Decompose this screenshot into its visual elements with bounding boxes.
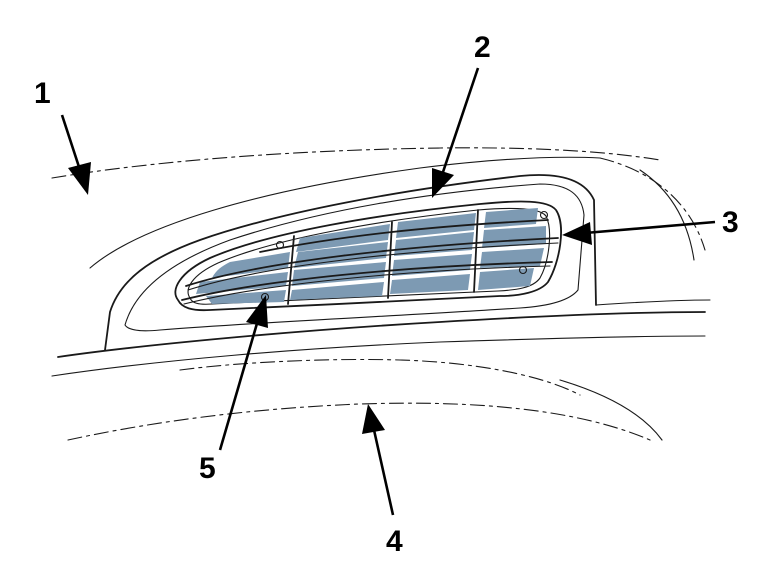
callout-label-2: 2: [474, 31, 491, 64]
glass-pane: [292, 262, 386, 286]
callout-label-4: 4: [386, 525, 403, 558]
vent-grille: [174, 200, 562, 312]
glass-pane: [396, 213, 476, 238]
lower-body: [51, 311, 706, 441]
glass-pane: [390, 274, 470, 294]
screw: [539, 210, 549, 220]
callout-arrow-4: [362, 404, 395, 516]
glass-pane: [482, 226, 546, 248]
callout-arrow-5: [218, 295, 268, 451]
glass-pane: [196, 272, 288, 294]
callout-arrows: [60, 67, 716, 516]
callout-label-3: 3: [722, 206, 739, 239]
callout-labels: 1 2 3 4 5: [34, 31, 739, 558]
roof-panel: [51, 147, 706, 269]
callout-arrow-3: [562, 220, 716, 245]
vent-housing: [104, 174, 711, 351]
glass-pane: [212, 252, 290, 278]
louver-bars: [181, 219, 559, 305]
glass-panes: [196, 208, 546, 304]
glass-pane: [290, 282, 384, 300]
callout-arrow-1: [60, 114, 91, 195]
callout-label-1: 1: [34, 77, 51, 110]
glass-pane: [478, 268, 534, 290]
grille-dividers: [287, 209, 479, 305]
callout-label-5: 5: [199, 452, 216, 485]
glass-pane: [484, 208, 538, 228]
screw: [518, 265, 528, 275]
callout-arrow-2: [432, 67, 480, 198]
glass-pane: [294, 242, 388, 268]
glass-pane: [394, 232, 474, 256]
screw: [275, 240, 285, 250]
